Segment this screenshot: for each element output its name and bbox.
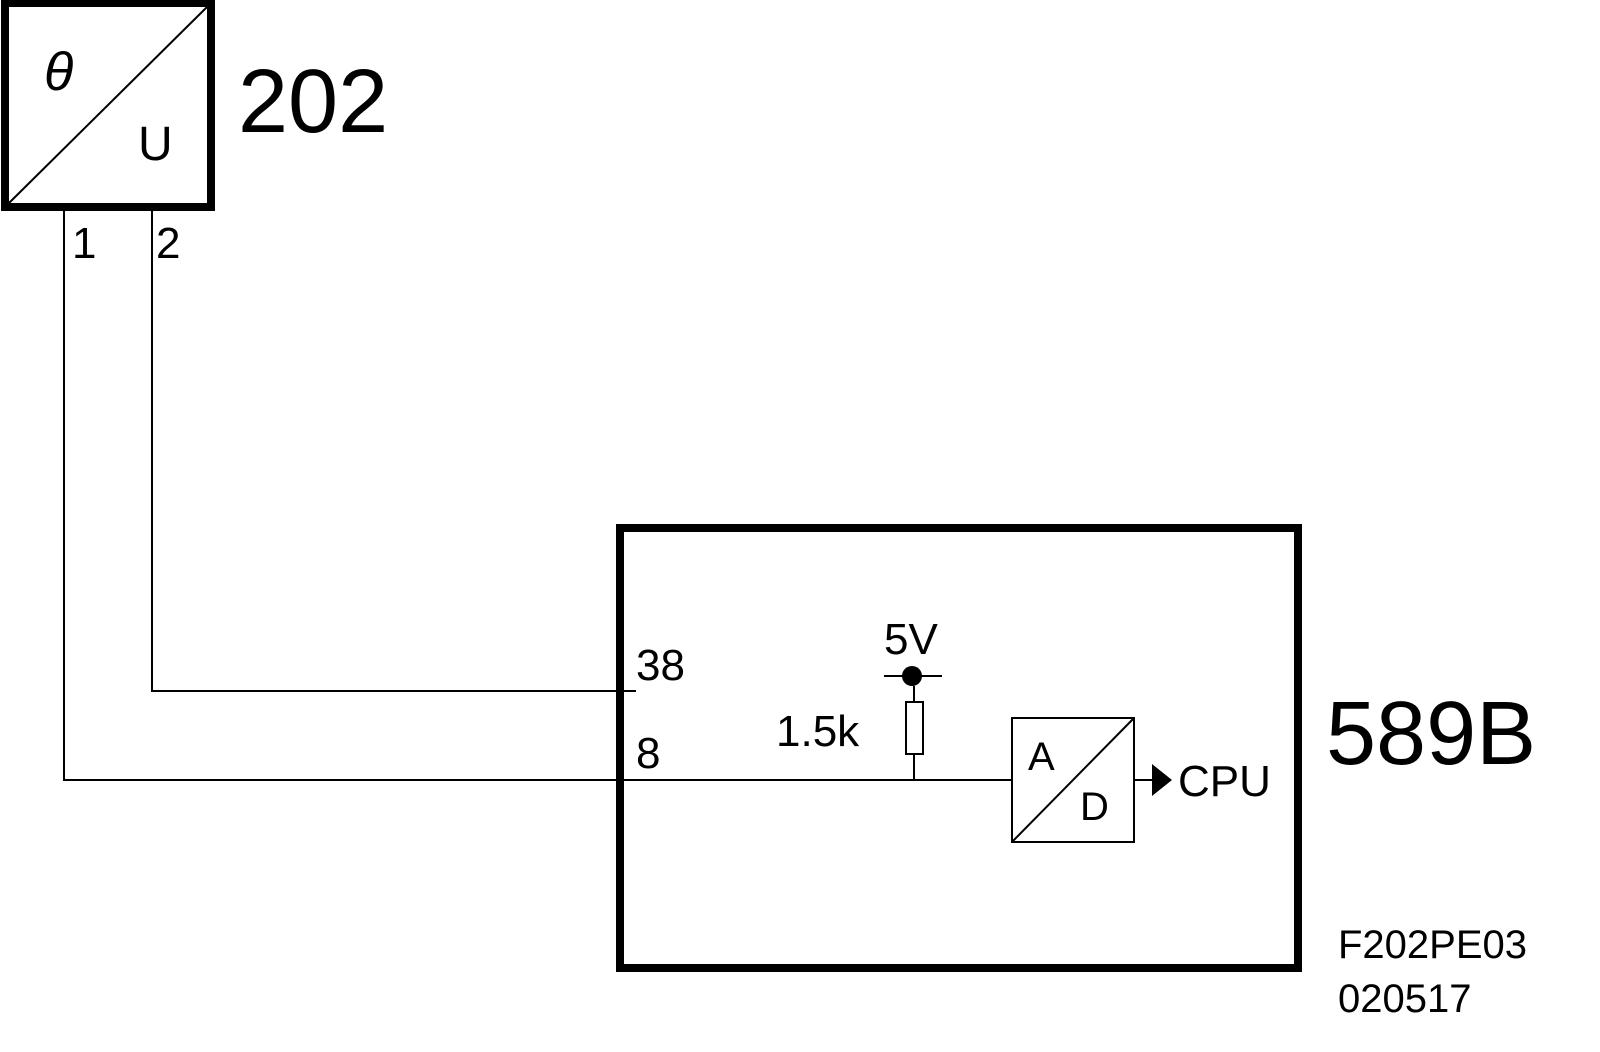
control-unit-box <box>616 524 1302 972</box>
sensor-diagonal <box>8 6 208 204</box>
sensor-202: θ U 202 1 2 <box>1 0 388 268</box>
pin-8-label: 8 <box>636 729 660 778</box>
pin-38-label: 38 <box>636 641 685 690</box>
sensor-box <box>1 0 215 211</box>
supply-node <box>902 666 922 686</box>
drawing-date: 020517 <box>1338 977 1471 1021</box>
ad-converter-d: D <box>1080 785 1109 829</box>
wire-pin2-to-38 <box>151 207 636 692</box>
sensor-output-symbol: U <box>138 118 173 171</box>
cpu-arrow-icon <box>1152 764 1172 796</box>
control-unit-label: 589B <box>1326 684 1536 784</box>
control-unit-589b: 38 8 5V 1.5k A D CPU 589B <box>616 524 1536 972</box>
drawing-code: F202PE03 <box>1338 923 1527 967</box>
cpu-label: CPU <box>1178 757 1271 806</box>
wire-pin1-to-8 <box>63 207 1012 781</box>
supply-label: 5V <box>884 615 938 664</box>
sensor-label: 202 <box>238 52 388 152</box>
wires <box>63 207 1012 781</box>
ad-converter-diagonal <box>1011 717 1135 843</box>
sensor-pin-1-label: 1 <box>72 219 96 268</box>
resistor-label: 1.5k <box>776 707 860 756</box>
resistor <box>905 701 924 755</box>
ad-converter-a: A <box>1028 735 1055 779</box>
sensor-input-symbol: θ <box>44 42 73 102</box>
sensor-pin-2-label: 2 <box>156 219 180 268</box>
